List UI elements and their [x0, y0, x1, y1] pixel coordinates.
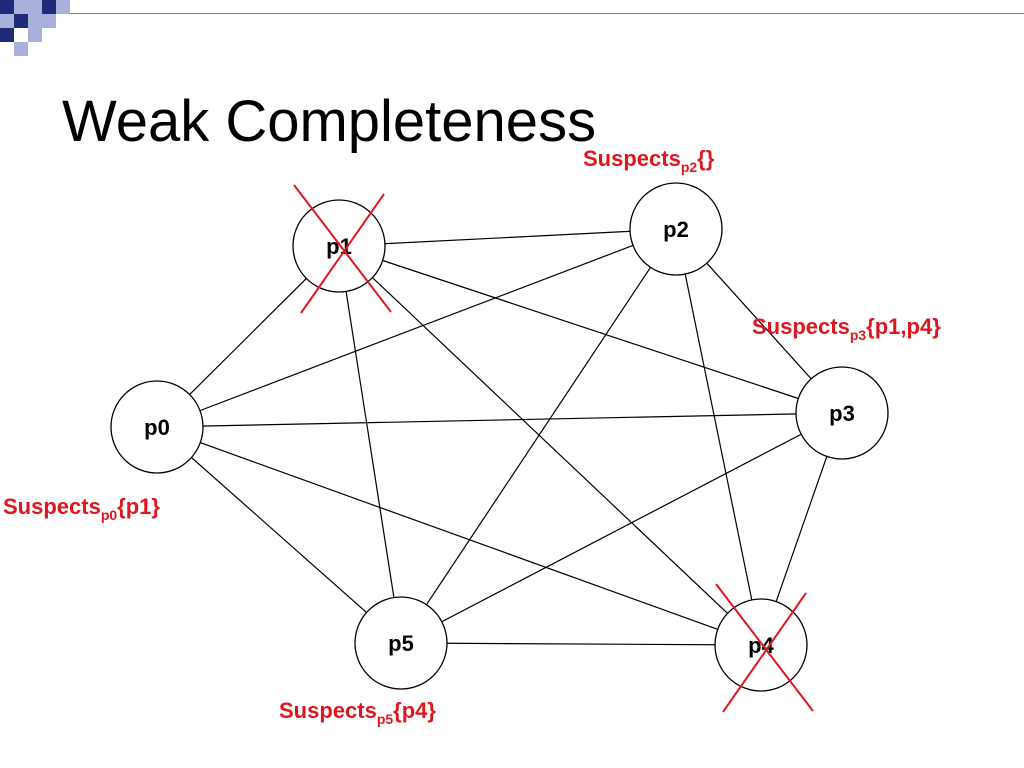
- suspects-word: Suspects: [3, 494, 101, 519]
- suspects-subscript: p0: [100, 507, 118, 523]
- edge-p0-p5: [156, 426, 402, 644]
- edge-p0-p2: [156, 228, 677, 428]
- edge-p1-p5: [338, 245, 402, 644]
- crash-x-p4: [715, 583, 814, 713]
- edge-p4-p5: [400, 642, 762, 646]
- node-circle: [292, 199, 386, 293]
- crash-marks: [293, 184, 814, 713]
- suspects-set: {p1}: [117, 494, 160, 519]
- slide-header-rule: [70, 13, 1024, 14]
- suspects-set: {p4}: [393, 698, 436, 723]
- node-circle: [714, 598, 808, 692]
- node-circle: [795, 366, 889, 460]
- suspects-label-p3: Suspectsp3{p1,p4}: [752, 314, 941, 343]
- node-p5: p5: [354, 596, 448, 690]
- node-p0: p0: [110, 380, 204, 474]
- edge-p1-p4: [338, 245, 762, 646]
- suspects-subscript: p3: [849, 327, 867, 343]
- crash-x-p1: [293, 184, 392, 314]
- suspects-set: {p1,p4}: [866, 314, 941, 339]
- edge-p3-p5: [400, 412, 843, 644]
- edge-p0-p3: [156, 412, 843, 428]
- suspects-subscript: p2: [680, 159, 698, 175]
- node-label: p0: [144, 415, 170, 440]
- edges: [156, 228, 843, 646]
- edge-p0-p4: [156, 426, 762, 646]
- node-p2: p2: [629, 182, 723, 276]
- node-circle: [110, 380, 204, 474]
- node-label: p5: [388, 631, 414, 656]
- suspects-word: Suspects: [279, 698, 377, 723]
- node-p4: p4: [714, 598, 808, 692]
- suspects-word: Suspects: [752, 314, 850, 339]
- node-circle: [354, 596, 448, 690]
- suspects-label-p0: Suspectsp0{p1}: [3, 494, 160, 523]
- suspects-label-p2: Suspectsp2{}: [583, 146, 715, 175]
- slide-title: Weak Completeness: [62, 89, 597, 154]
- node-circle: [629, 182, 723, 276]
- suspects-word: Suspects: [583, 146, 681, 171]
- edge-p2-p4: [675, 228, 762, 646]
- edge-p1-p3: [338, 245, 843, 414]
- suspects-set: {}: [697, 146, 715, 171]
- edge-p1-p2: [338, 228, 677, 247]
- node-label: p3: [829, 401, 855, 426]
- node-p3: p3: [795, 366, 889, 460]
- node-label: p2: [663, 217, 689, 242]
- suspects-label-p5: Suspectsp5{p4}: [279, 698, 436, 727]
- edge-p2-p5: [400, 228, 677, 644]
- suspects-subscript: p5: [376, 711, 394, 727]
- slide-corner-decoration: [0, 0, 70, 56]
